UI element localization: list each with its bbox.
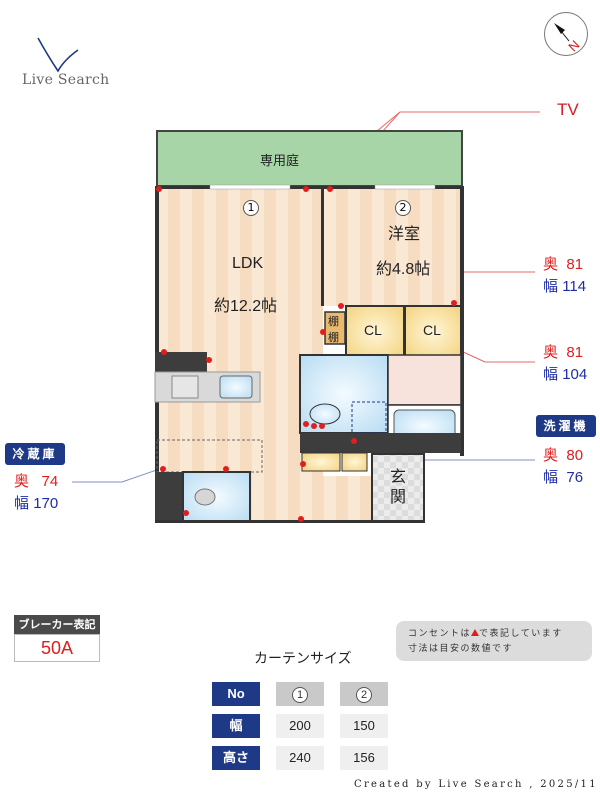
washer-tag: 洗濯機 [536, 415, 596, 437]
closet-2-dimensions: 奥 81 幅 104 [543, 344, 588, 383]
curtain-width-1: 200 [276, 714, 324, 738]
garden-label: 専用庭 [260, 153, 300, 168]
western-room-label: 洋室 [388, 226, 421, 243]
fridge-dimensions: 奥 74 幅 170 [14, 473, 59, 512]
closet-1-label: CL [364, 322, 382, 338]
north-arrow-icon: N [554, 23, 582, 54]
curtain-title: カーテンサイズ [254, 650, 352, 666]
closet-1-dimensions: 奥 81 幅 114 [543, 256, 587, 295]
tv-label: TV [557, 100, 579, 119]
curtain-header-no: No [212, 682, 260, 706]
footer-credit: Created by Live Search , 2025/11 [354, 779, 598, 790]
curtain-row-label-width: 幅 [212, 714, 260, 738]
shelf-1-label: 棚 [328, 316, 339, 328]
washer-dimensions: 奥 80 幅 76 [543, 447, 584, 486]
curtain-height-2: 156 [340, 746, 388, 770]
curtain-col-1: 1 [276, 682, 324, 706]
window-2-marker: 2 [395, 196, 411, 216]
curtain-width-2: 150 [340, 714, 388, 738]
entrance-label: 玄関 [389, 469, 406, 506]
ldk-label: LDK [232, 255, 264, 272]
curtain-height-1: 240 [276, 746, 324, 770]
closet-2-label: CL [423, 322, 441, 338]
curtain-col-2: 2 [340, 682, 388, 706]
ldk-size: 約12.2帖 [214, 298, 278, 315]
shelf-2-label: 棚 [328, 332, 339, 344]
logo [34, 36, 84, 76]
window-1-marker: 1 [243, 196, 259, 216]
breaker-value: 50A [14, 634, 100, 662]
curtain-table: No 1 2 幅 200 150 高さ 240 156 [212, 682, 388, 770]
compass: N [544, 12, 588, 56]
logo-v-mark-icon [37, 37, 79, 73]
outlet-marker-icon [471, 629, 480, 636]
fridge-tag: 冷蔵庫 [5, 443, 65, 465]
logo-text: Live Search [22, 72, 110, 88]
legend-note: コンセントはで表記しています 寸法は目安の数値です [396, 621, 592, 661]
breaker-label: ブレーカー表記 [14, 615, 100, 634]
western-room-size: 約4.8帖 [376, 261, 431, 278]
curtain-row-label-height: 高さ [212, 746, 260, 770]
